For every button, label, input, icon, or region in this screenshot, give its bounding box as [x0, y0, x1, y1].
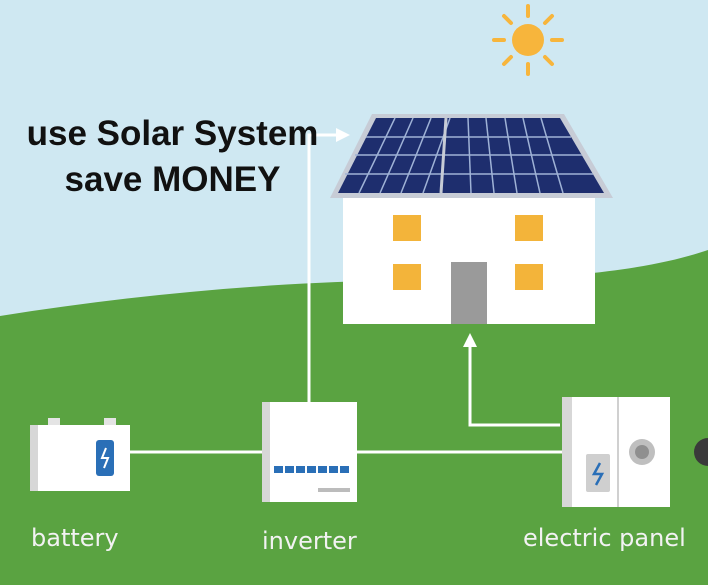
battery-label: battery	[31, 524, 119, 552]
panel-divider	[439, 117, 448, 194]
window	[393, 264, 421, 290]
sun-icon	[492, 4, 564, 76]
electric-panel-label: electric panel	[523, 524, 686, 552]
battery-icon	[30, 418, 130, 491]
window	[393, 215, 421, 241]
right-arrow-icon	[336, 128, 350, 142]
headline-line-2: save MONEY	[64, 160, 281, 199]
electric-panel-icon	[562, 397, 708, 507]
inverter-icon	[262, 402, 357, 502]
window	[515, 215, 543, 241]
inverter-label: inverter	[262, 527, 357, 555]
door	[451, 262, 487, 324]
window	[515, 264, 543, 290]
wires	[130, 133, 568, 454]
up-arrow-icon	[463, 333, 477, 347]
solar-panel-grid	[345, 117, 593, 194]
headline-line-1: use Solar System	[26, 114, 319, 153]
